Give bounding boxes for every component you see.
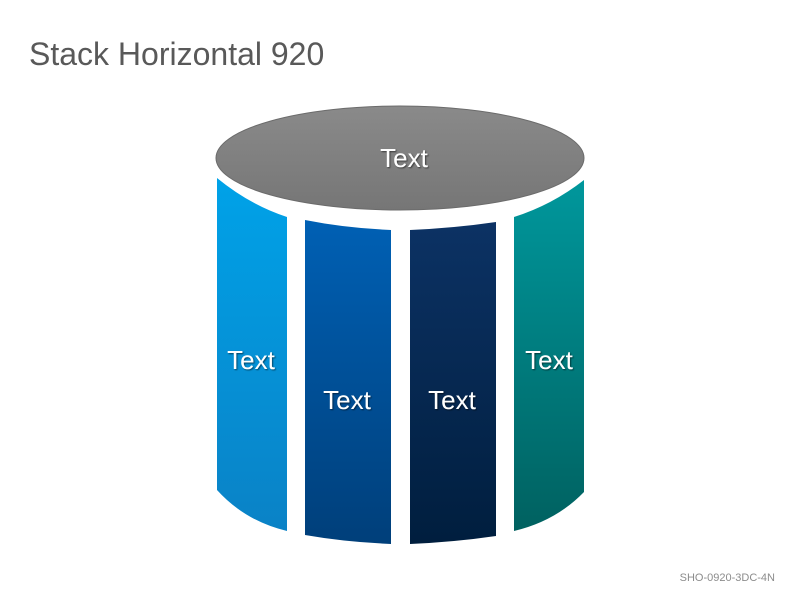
footer-code: SHO-0920-3DC-4N bbox=[679, 572, 775, 584]
segment-1-label: Text bbox=[227, 345, 275, 375]
cylinder-segment-2 bbox=[305, 220, 391, 544]
segment-3-label: Text bbox=[428, 385, 476, 415]
cylinder-top bbox=[215, 105, 585, 211]
cylinder-segment-4 bbox=[514, 180, 584, 531]
cylinder-segment-1 bbox=[217, 178, 287, 531]
segment-2-label: Text bbox=[323, 385, 371, 415]
cylinder-segment-3 bbox=[410, 222, 496, 544]
cylinder-top-label: Text bbox=[380, 143, 428, 173]
segment-4-label: Text bbox=[525, 345, 573, 375]
slide-title: Stack Horizontal 920 bbox=[29, 36, 325, 72]
